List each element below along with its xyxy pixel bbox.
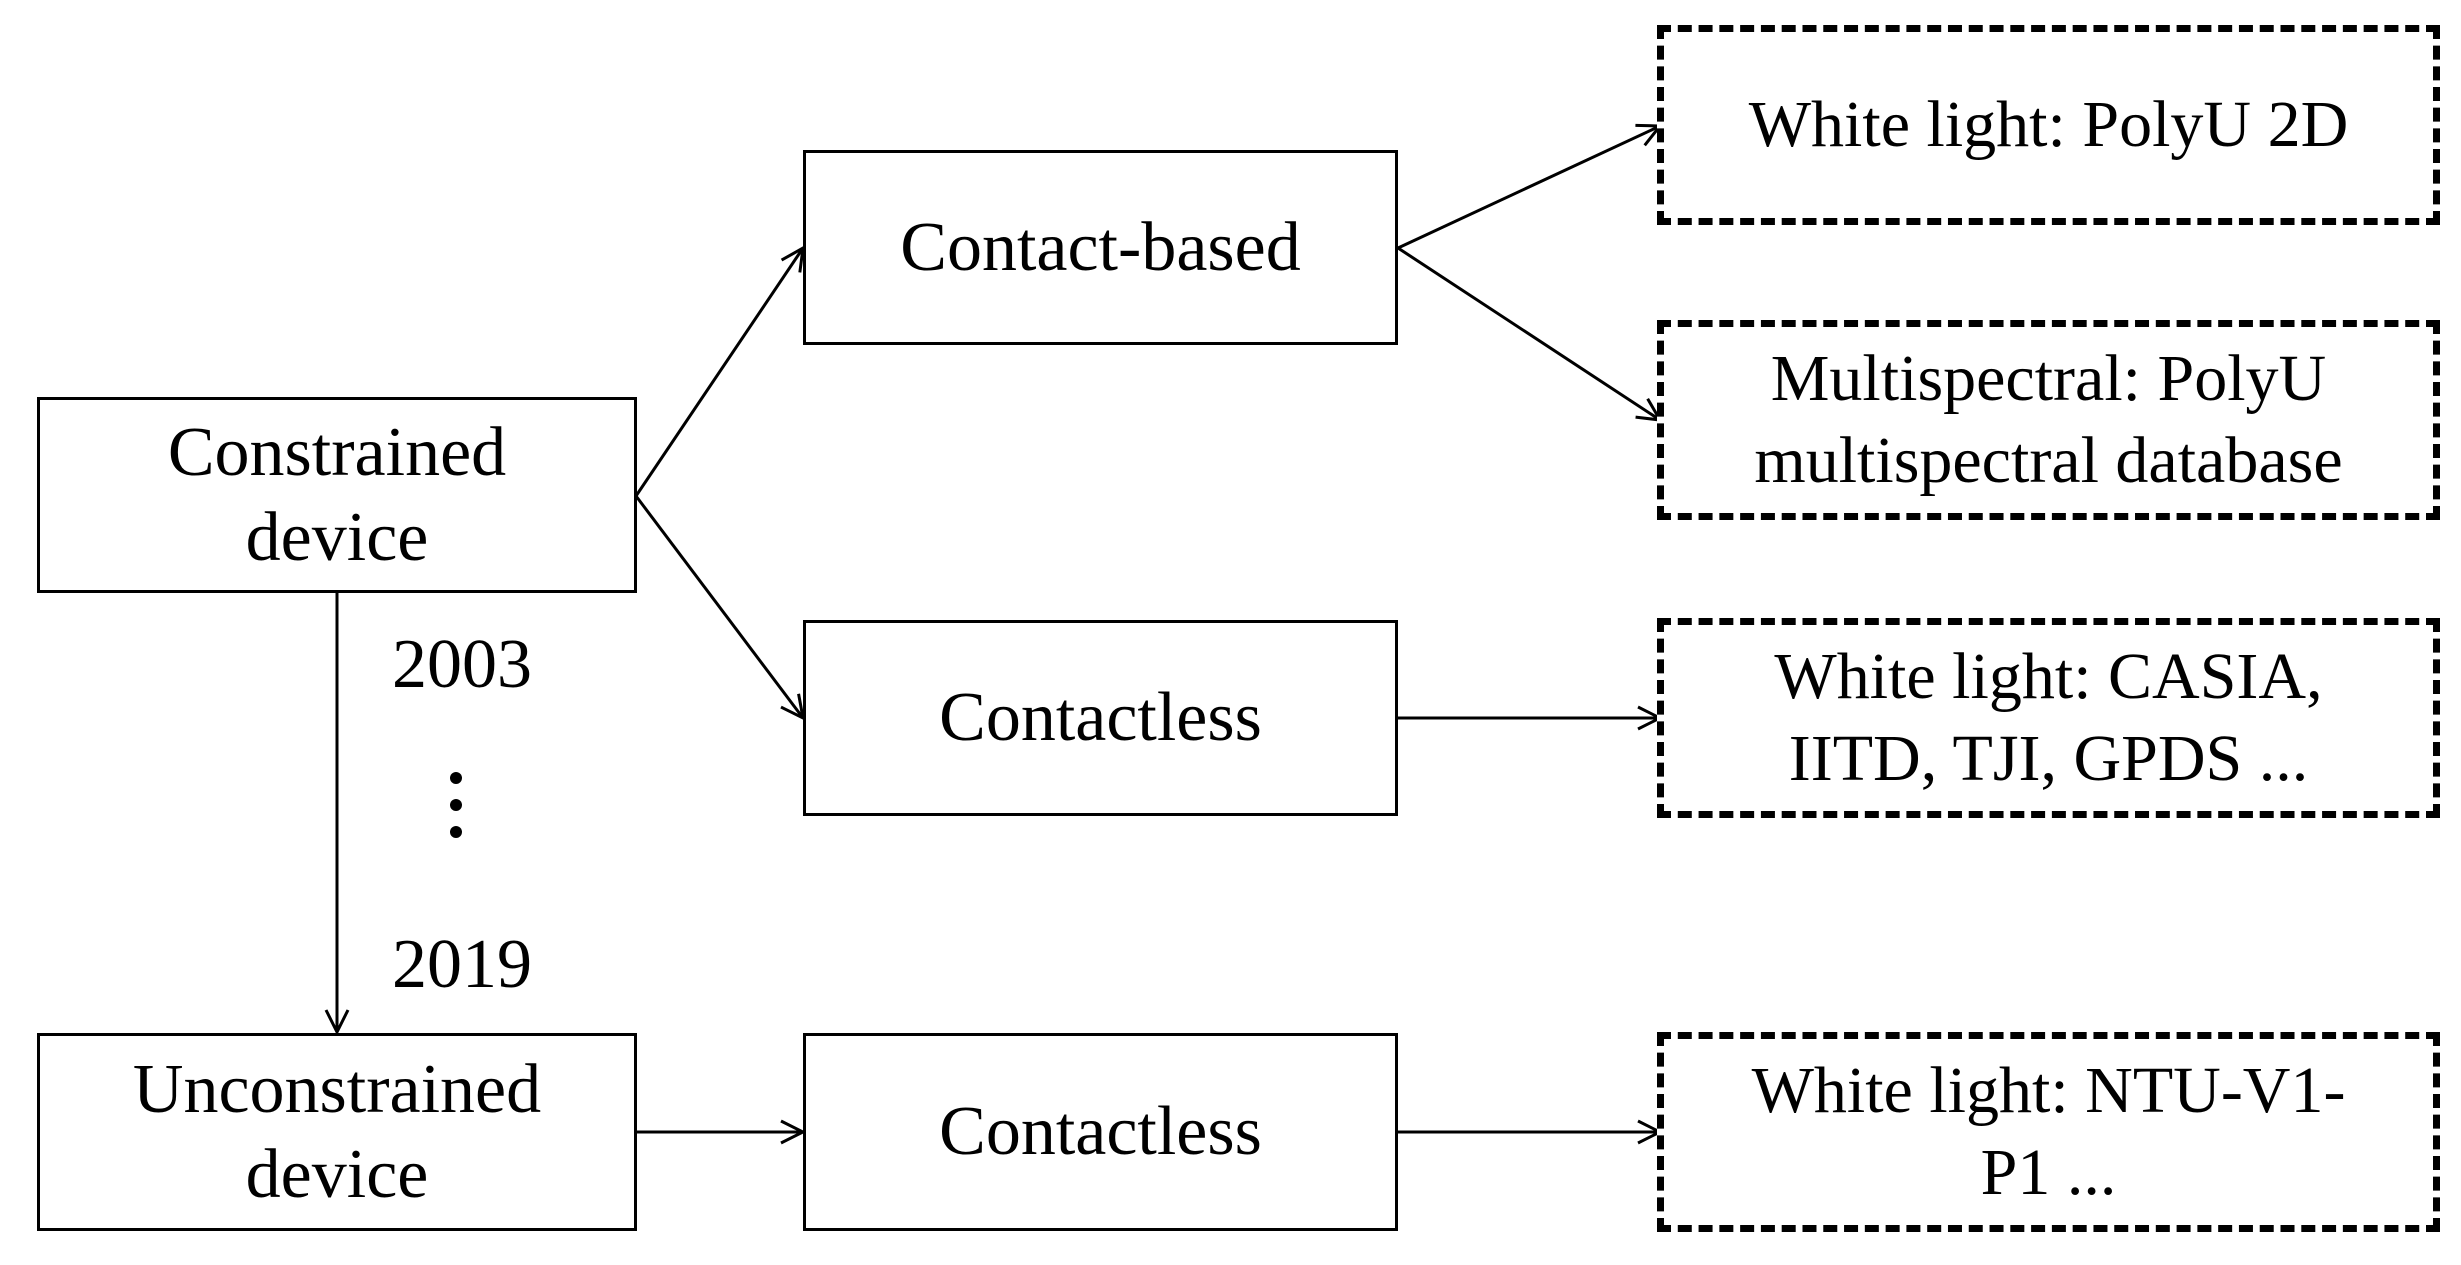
unconstrained-device-node: Unconstrained device [37, 1033, 637, 1231]
arrow-contact-based-to-multispectral [1397, 246, 1660, 420]
arrow-contact-based-to-polyu-2d [1397, 126, 1660, 250]
arrow-constrained-to-contact-based [634, 248, 803, 497]
multispectral-database-label: Multispectral: PolyU multispectral datab… [1754, 341, 2343, 498]
contactless-constrained-label: Contactless [939, 679, 1262, 757]
timeline-ellipsis [450, 772, 462, 838]
casia-database-node: White light: CASIA, IITD, TJI, GPDS ... [1657, 618, 2440, 818]
contactless-unconstrained-node: Contactless [803, 1033, 1398, 1231]
unconstrained-device-label: Unconstrained device [132, 1050, 542, 1213]
contactless-unconstrained-label: Contactless [939, 1093, 1262, 1171]
contact-based-node: Contact-based [803, 150, 1398, 345]
constrained-device-label: Constrained device [167, 413, 507, 576]
constrained-device-node: Constrained device [37, 397, 637, 593]
contactless-constrained-node: Contactless [803, 620, 1398, 816]
start-year-label: 2003 [392, 626, 532, 703]
polyu-2d-database-node: White light: PolyU 2D [1657, 25, 2440, 225]
casia-database-label: White light: CASIA, IITD, TJI, GPDS ... [1774, 639, 2323, 796]
multispectral-database-node: Multispectral: PolyU multispectral datab… [1657, 320, 2440, 520]
contact-based-label: Contact-based [900, 208, 1301, 286]
polyu-2d-database-label: White light: PolyU 2D [1748, 87, 2349, 161]
ntu-database-node: White light: NTU-V1- P1 ... [1657, 1032, 2440, 1232]
arrow-constrained-to-contactless [634, 495, 803, 718]
end-year-label: 2019 [392, 926, 532, 1003]
ntu-database-label: White light: NTU-V1- P1 ... [1751, 1053, 2346, 1210]
